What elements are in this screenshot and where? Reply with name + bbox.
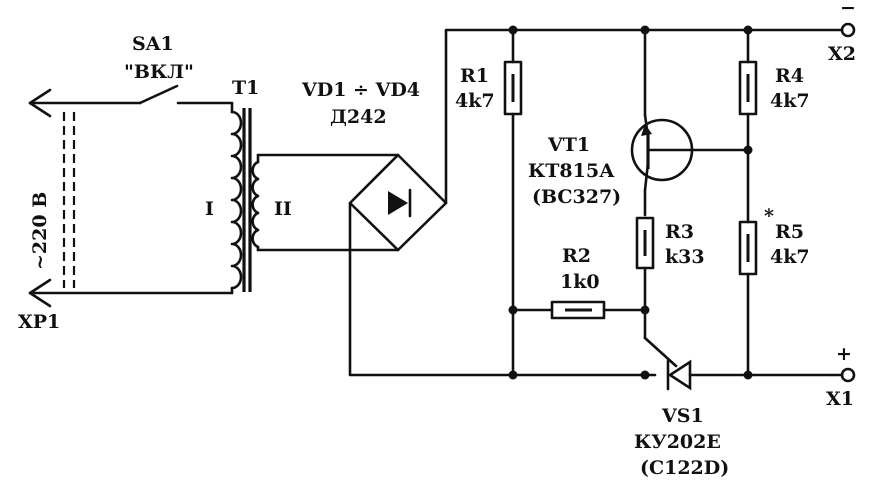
x2-sign: −: [840, 0, 856, 19]
transistor-vt1: [630, 28, 750, 217]
vt1-type-label: КТ815А: [528, 160, 615, 182]
r5-mark: *: [764, 205, 774, 227]
junction-dots: [508, 25, 753, 380]
r1-value-label: 4k7: [455, 90, 495, 112]
r3-value-label: k33: [665, 246, 705, 268]
diode-bridge: [348, 28, 850, 377]
r2-ref-label: R2: [562, 245, 591, 267]
x1-sign: +: [836, 343, 852, 365]
sa1-label: SA1: [132, 33, 174, 55]
resistor-r3: [635, 216, 655, 340]
vt1-alt-label: (BC327): [532, 186, 621, 208]
switch-sa1: [138, 84, 234, 105]
junction-dot: [743, 370, 753, 380]
bridge-type-label: Д242: [330, 106, 387, 128]
r5-value-label: 4k7: [770, 246, 810, 268]
xp1-label: XP1: [18, 311, 60, 333]
junction-dot: [743, 145, 753, 155]
r4-ref-label: R4: [775, 65, 804, 87]
junction-dot: [640, 25, 650, 35]
bridge-ref-label: VD1 ÷ VD4: [301, 79, 420, 101]
junction-dot: [640, 305, 650, 315]
thyristor-vs1: [643, 336, 834, 391]
r3-ref-label: R3: [665, 221, 694, 243]
r2-value-label: 1k0: [560, 271, 600, 293]
vs1-ref-label: VS1: [661, 405, 704, 427]
resistor-r5: [738, 220, 758, 377]
mains-voltage-label: ~220 В: [29, 192, 51, 270]
resistor-r1: [503, 28, 523, 377]
x2-label: X2: [828, 43, 856, 65]
terminal-x2: [840, 22, 856, 38]
junction-dot: [640, 370, 650, 380]
resistor-r2: [511, 300, 647, 320]
transformer-t1: [230, 101, 400, 295]
r4-value-label: 4k7: [770, 90, 810, 112]
r1-ref-label: R1: [460, 65, 489, 87]
x1-label: X1: [826, 388, 854, 410]
r5-ref-label: R5: [775, 221, 804, 243]
t1-label: T1: [232, 77, 259, 99]
vt1-ref-label: VT1: [547, 134, 590, 156]
vs1-type-label: КУ202Е: [634, 431, 721, 453]
junction-dot: [508, 25, 518, 35]
primary-winding-label: I: [205, 198, 214, 220]
resistor-r4: [738, 28, 758, 224]
sa1-on-label: "ВКЛ": [124, 61, 194, 83]
terminal-x1: [830, 367, 856, 383]
junction-dot: [743, 25, 753, 35]
secondary-winding-label: II: [274, 198, 292, 220]
junction-dot: [508, 305, 518, 315]
junction-dot: [508, 370, 518, 380]
vs1-alt-label: (C122D): [640, 457, 729, 479]
mains-plug-xp1: [28, 88, 234, 308]
